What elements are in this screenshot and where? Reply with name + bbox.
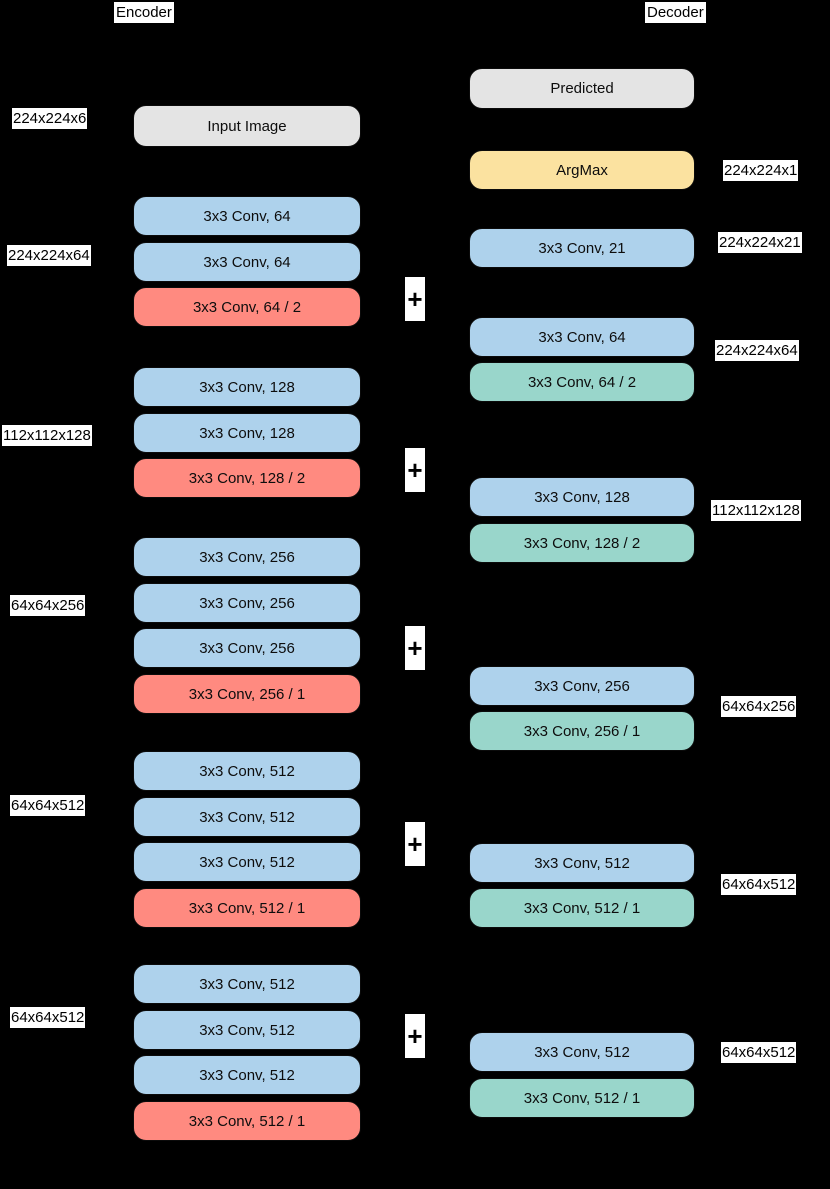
decoder-block-conv-128-stride2[interactable]: 3x3 Conv, 128 / 2 — [469, 523, 695, 563]
encoder-block-conv-512-stride1-a[interactable]: 3x3 Conv, 512 / 1 — [133, 888, 361, 928]
decoder-block-predicted[interactable]: Predicted — [469, 68, 695, 109]
encoder-block-conv-128-b[interactable]: 3x3 Conv, 128 — [133, 413, 361, 453]
decoder-shape-label-5: 64x64x512 — [721, 874, 797, 895]
decoder-block-conv-512-stride1-a[interactable]: 3x3 Conv, 512 / 1 — [469, 888, 695, 928]
encoder-block-conv-64-a[interactable]: 3x3 Conv, 64 — [133, 196, 361, 236]
decoder-block-conv-21[interactable]: 3x3 Conv, 21 — [469, 228, 695, 268]
decoder-block-conv-512-stride1-b[interactable]: 3x3 Conv, 512 / 1 — [469, 1078, 695, 1118]
encoder-block-conv-256-b[interactable]: 3x3 Conv, 256 — [133, 583, 361, 623]
encoder-block-conv-128-a[interactable]: 3x3 Conv, 128 — [133, 367, 361, 407]
encoder-block-conv-256-c[interactable]: 3x3 Conv, 256 — [133, 628, 361, 668]
encoder-shape-label-3: 64x64x256 — [10, 595, 86, 616]
encoder-column-title: Encoder — [114, 2, 174, 23]
decoder-block-conv-512-b[interactable]: 3x3 Conv, 512 — [469, 1032, 695, 1072]
residual-plus-marker-1: + — [405, 448, 425, 492]
encoder-block-input-image[interactable]: Input Image — [133, 105, 361, 147]
encoder-shape-label-4: 64x64x512 — [10, 795, 86, 816]
decoder-block-conv-64[interactable]: 3x3 Conv, 64 — [469, 317, 695, 357]
decoder-shape-label-6: 64x64x512 — [721, 1042, 797, 1063]
decoder-block-conv-512-a[interactable]: 3x3 Conv, 512 — [469, 843, 695, 883]
encoder-block-conv-512-f[interactable]: 3x3 Conv, 512 — [133, 1055, 361, 1095]
decoder-block-conv-256[interactable]: 3x3 Conv, 256 — [469, 666, 695, 706]
encoder-block-conv-512-e[interactable]: 3x3 Conv, 512 — [133, 1010, 361, 1050]
encoder-shape-label-1: 224x224x64 — [7, 245, 91, 266]
encoder-block-conv-512-stride1-b[interactable]: 3x3 Conv, 512 / 1 — [133, 1101, 361, 1141]
decoder-block-argmax[interactable]: ArgMax — [469, 150, 695, 190]
encoder-block-conv-512-a[interactable]: 3x3 Conv, 512 — [133, 751, 361, 791]
encoder-block-conv-512-d[interactable]: 3x3 Conv, 512 — [133, 964, 361, 1004]
encoder-block-conv-512-c[interactable]: 3x3 Conv, 512 — [133, 842, 361, 882]
encoder-shape-label-5: 64x64x512 — [10, 1007, 86, 1028]
decoder-block-conv-64-stride2[interactable]: 3x3 Conv, 64 / 2 — [469, 362, 695, 402]
residual-plus-marker-2: + — [405, 626, 425, 670]
decoder-block-conv-256-stride1[interactable]: 3x3 Conv, 256 / 1 — [469, 711, 695, 751]
encoder-shape-label-2: 112x112x128 — [2, 425, 92, 446]
encoder-block-conv-128-stride2[interactable]: 3x3 Conv, 128 / 2 — [133, 458, 361, 498]
decoder-column-title: Decoder — [645, 2, 706, 23]
encoder-block-conv-64-stride2[interactable]: 3x3 Conv, 64 / 2 — [133, 287, 361, 327]
residual-plus-marker-4: + — [405, 1014, 425, 1058]
encoder-block-conv-512-b[interactable]: 3x3 Conv, 512 — [133, 797, 361, 837]
decoder-block-conv-128[interactable]: 3x3 Conv, 128 — [469, 477, 695, 517]
encoder-block-conv-64-b[interactable]: 3x3 Conv, 64 — [133, 242, 361, 282]
encoder-block-conv-256-stride1[interactable]: 3x3 Conv, 256 / 1 — [133, 674, 361, 714]
decoder-shape-label-3: 112x112x128 — [711, 500, 801, 521]
decoder-shape-label-4: 64x64x256 — [721, 696, 797, 717]
residual-plus-marker-0: + — [405, 277, 425, 321]
decoder-shape-label-0: 224x224x1 — [723, 160, 799, 181]
encoder-shape-label-0: 224x224x6 — [12, 108, 88, 129]
encoder-block-conv-256-a[interactable]: 3x3 Conv, 256 — [133, 537, 361, 577]
decoder-shape-label-2: 224x224x64 — [715, 340, 799, 361]
residual-plus-marker-3: + — [405, 822, 425, 866]
decoder-shape-label-1: 224x224x21 — [718, 232, 802, 253]
